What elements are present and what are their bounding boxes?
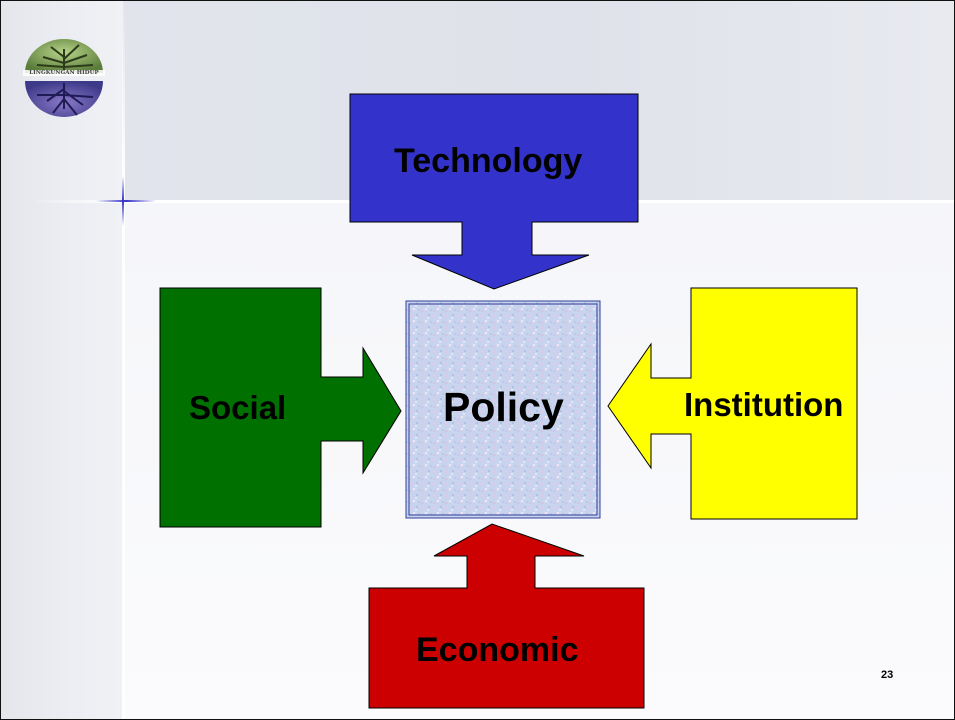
policy-label: Policy [443,384,564,430]
logo-text: LINGKUNGAN HIDUP [23,70,105,76]
left-band [1,1,123,719]
social-arrow [159,287,402,528]
technology-label: Technology [394,142,583,180]
tree-globe-logo [25,39,103,117]
policy-box [405,300,601,519]
economic-arrow [368,523,645,709]
cross-marker-horizontal [96,200,156,202]
institution-label: Institution [684,386,844,423]
vertical-rule [122,1,125,719]
cross-marker-vertical [122,176,124,226]
institution-arrow [607,287,858,520]
page-number: 23 [881,669,894,681]
technology-arrow [349,93,639,290]
social-label: Social [189,389,287,426]
economic-label: Economic [416,631,579,669]
